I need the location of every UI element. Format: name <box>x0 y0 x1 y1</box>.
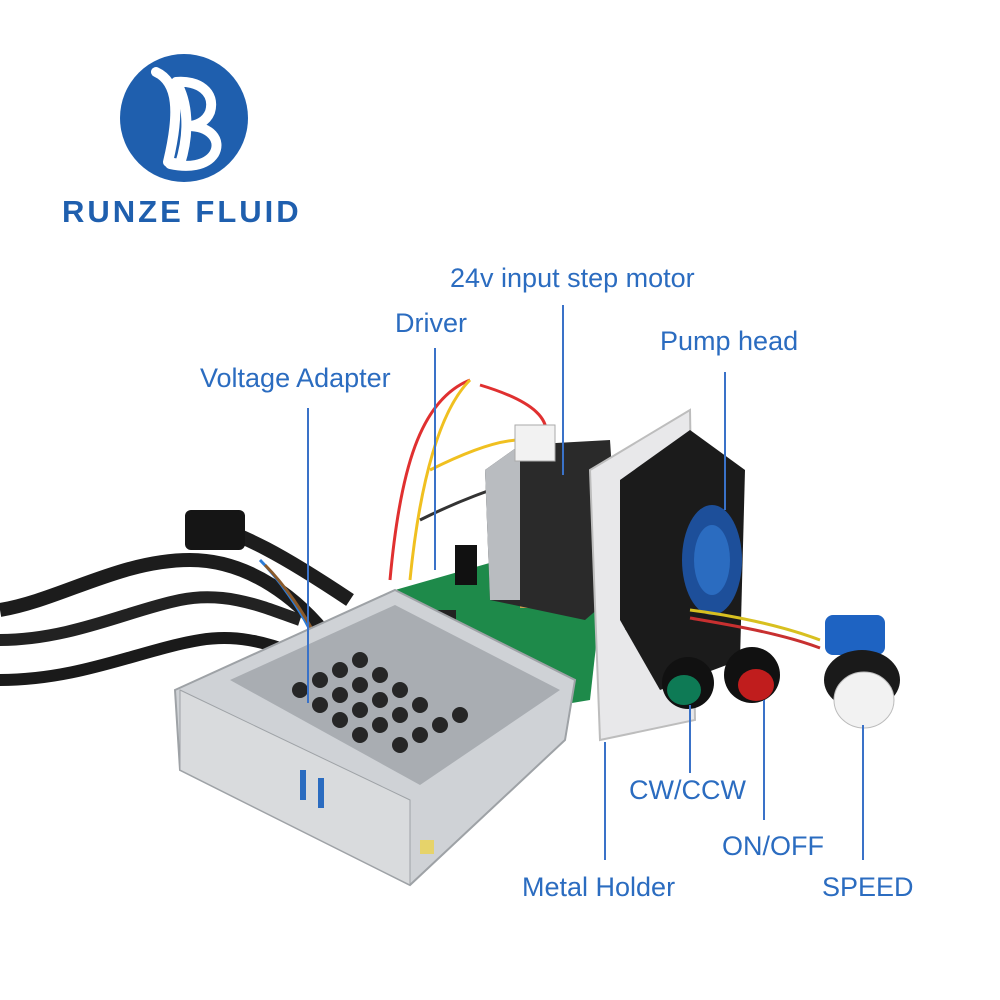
brand-name: RUNZE FLUID <box>62 194 302 229</box>
label-metal-holder: Metal Holder <box>522 872 676 902</box>
leader-voltage-adapter <box>307 408 309 703</box>
label-step-motor: 24v input step motor <box>450 263 695 293</box>
leader-speed <box>862 725 864 860</box>
leader-driver <box>434 348 436 570</box>
brand-logo <box>118 52 250 184</box>
label-pump-head: Pump head <box>660 326 799 356</box>
label-on-off: ON/OFF <box>722 831 824 861</box>
leader-pump-head <box>724 372 726 510</box>
label-driver: Driver <box>395 308 467 338</box>
label-voltage-adapter: Voltage Adapter <box>200 363 391 393</box>
logo-mark-icon <box>120 54 248 182</box>
leader-on-off <box>763 700 765 820</box>
leader-metal-holder <box>604 742 606 860</box>
leader-step-motor <box>562 305 564 475</box>
leader-cw-ccw <box>689 705 691 773</box>
label-speed: SPEED <box>822 872 914 902</box>
label-cw-ccw: CW/CCW <box>629 775 746 805</box>
